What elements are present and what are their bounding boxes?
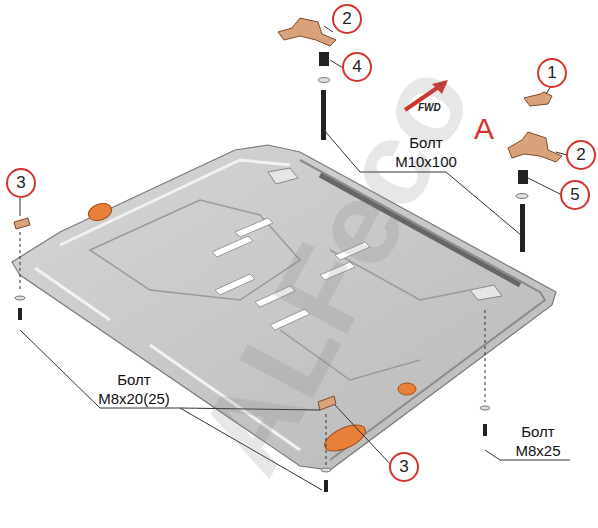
- callout-number: 2: [566, 140, 596, 170]
- view-letter: A: [474, 112, 494, 146]
- bolt-label: Болт M8x20(25): [88, 370, 180, 408]
- direction-label: FWD: [418, 102, 441, 113]
- bolt-label: Болт M10x100: [380, 133, 472, 171]
- bolt-label: Болт M8x25: [502, 422, 574, 460]
- callout-number: 5: [560, 180, 590, 210]
- callout-number: 3: [389, 452, 419, 482]
- callout-number: 4: [342, 52, 372, 82]
- callout-number: 2: [332, 4, 362, 34]
- callout-number: 3: [6, 168, 36, 198]
- callout-number: 1: [537, 58, 567, 88]
